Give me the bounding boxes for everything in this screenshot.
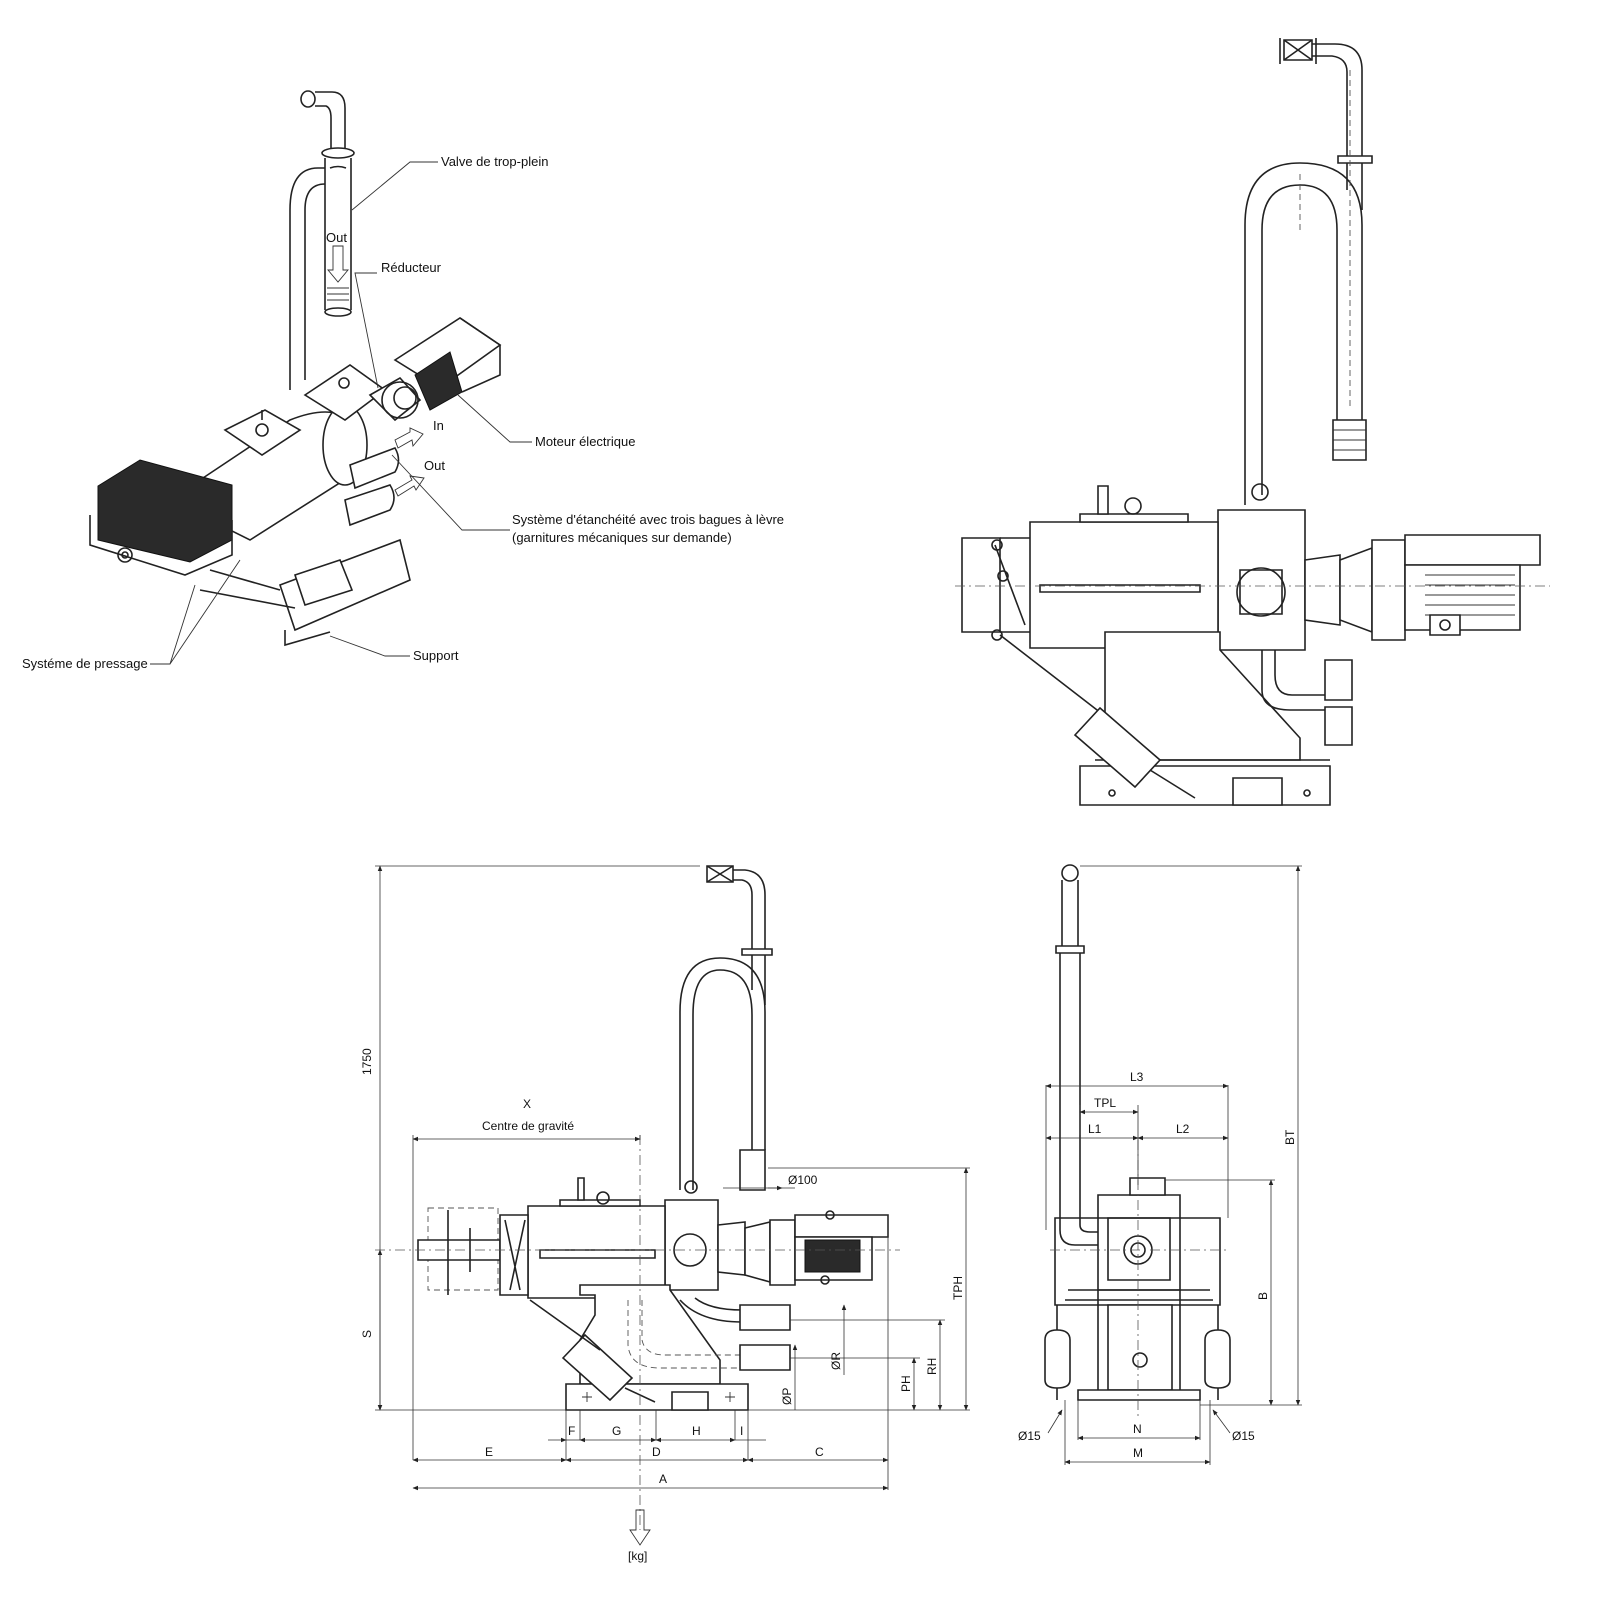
- dim-d: D: [652, 1445, 661, 1459]
- dim-x: X: [523, 1097, 531, 1111]
- press-label: Systéme de pressage: [22, 656, 148, 671]
- press-body: [89, 317, 502, 647]
- isometric-view: Out: [22, 90, 784, 671]
- dim-p: ØP: [780, 1388, 794, 1405]
- dim-a: A: [659, 1472, 667, 1486]
- dim-r: ØR: [829, 1352, 843, 1370]
- dim-rh: RH: [925, 1358, 939, 1375]
- dim-g: G: [612, 1424, 621, 1438]
- out-side-label: Out: [424, 458, 445, 473]
- dim-d100: Ø100: [788, 1173, 818, 1187]
- support-label: Support: [413, 648, 459, 663]
- dim-e: E: [485, 1445, 493, 1459]
- reducer-leader: [354, 272, 379, 389]
- dim-l2: L2: [1176, 1122, 1190, 1136]
- dim-tpl: TPL: [1094, 1096, 1116, 1110]
- motor-label: Moteur électrique: [535, 434, 635, 449]
- dim-l1: L1: [1088, 1122, 1102, 1136]
- valve-leader: [351, 161, 438, 211]
- dim-cog: Centre de gravité: [482, 1119, 574, 1133]
- support-leader: [329, 635, 410, 657]
- dim-b: B: [1256, 1292, 1270, 1300]
- dim-h: H: [692, 1424, 701, 1438]
- dim-c: C: [815, 1445, 824, 1459]
- press-leader: [150, 559, 241, 665]
- dim-n: N: [1133, 1422, 1142, 1436]
- valve-label: Valve de trop-plein: [441, 154, 548, 169]
- dim-s: S: [360, 1330, 374, 1338]
- dim-f: F: [568, 1424, 575, 1438]
- motor-leader: [457, 394, 532, 443]
- seal-leader: [391, 454, 510, 531]
- dim-1750: 1750: [360, 1048, 374, 1075]
- seal-label-2: (garnitures mécaniques sur demande): [512, 530, 732, 545]
- dim-d15-right: Ø15: [1232, 1429, 1255, 1443]
- reducer-label: Réducteur: [381, 260, 442, 275]
- dim-tph: TPH: [951, 1276, 965, 1300]
- dim-d15-left: Ø15: [1018, 1429, 1041, 1443]
- seal-label-1: Système d'étanchéité avec trois bagues à…: [512, 512, 784, 527]
- dim-l3: L3: [1130, 1070, 1144, 1084]
- side-view: [955, 38, 1550, 806]
- dim-bt: BT: [1283, 1129, 1297, 1145]
- dim-i: I: [740, 1424, 743, 1438]
- overflow-pipe: [289, 90, 355, 390]
- dim-kg: [kg]: [628, 1549, 647, 1563]
- end-dimension-view: L3 TPL L1 L2 BT B N M Ø15 Ø15: [1018, 864, 1302, 1465]
- out-top-label: Out: [326, 230, 347, 245]
- dim-m: M: [1133, 1446, 1143, 1460]
- gravity-arrow-icon: [629, 1509, 651, 1546]
- in-label: In: [433, 418, 444, 433]
- front-dimension-view: 1750 S X Centre de gravité Ø100 TPH RH P…: [360, 865, 970, 1563]
- dim-ph: PH: [899, 1375, 913, 1392]
